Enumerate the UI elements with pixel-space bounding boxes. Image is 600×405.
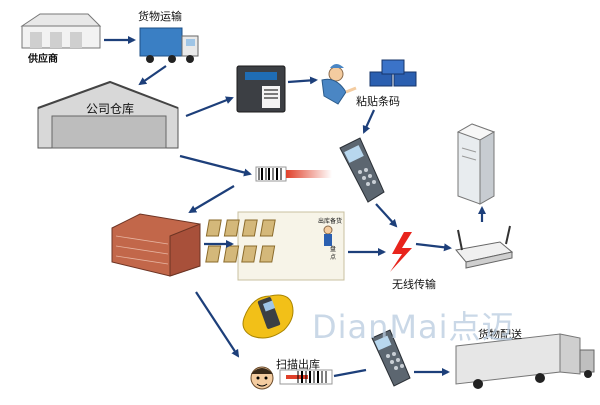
storage-building-icon <box>111 213 201 277</box>
scan-outbound-label: 扫描出库 <box>276 358 320 371</box>
transport-label: 货物运输 <box>138 10 182 23</box>
wireless-transmission-label: 无线传输 <box>392 278 436 291</box>
arrow-building-to-scanout <box>195 291 240 358</box>
wireless-router-icon <box>455 225 514 269</box>
arrow-truck-to-warehouse <box>138 65 167 86</box>
handheld-terminal-icon <box>339 137 385 203</box>
wireless-lightning-icon <box>390 232 412 272</box>
laser-barcode-icon <box>255 166 332 182</box>
supplier-building-icon <box>20 13 102 49</box>
company-warehouse-icon <box>37 80 179 149</box>
barcode-printer-icon <box>236 65 286 113</box>
transport-truck-icon <box>139 27 199 63</box>
outbound-stock-prep-label: 出库备货 <box>318 218 343 225</box>
arrow-scan-to-building <box>188 185 235 214</box>
watermark: DianMai点迈 <box>312 308 515 346</box>
company-warehouse-label: 公司仓库 <box>86 102 135 116</box>
stock-shelves-panel <box>205 211 345 281</box>
blue-boxes-icon <box>369 59 417 87</box>
goods-delivery-label: 货物配送 <box>478 328 522 341</box>
arrow-boxes-to-handheld <box>362 109 376 134</box>
arrow-scanout-to-handheld <box>333 368 367 378</box>
arrow-wireless-to-router <box>415 242 452 252</box>
arrow-handheld-to-wireless <box>375 203 398 228</box>
handheld-scanner-icon <box>371 329 411 387</box>
arrow-warehouse-to-scan <box>179 154 252 177</box>
server-icon <box>456 123 496 205</box>
scanner-detail-icon <box>242 294 294 339</box>
delivery-truck-icon <box>455 333 595 389</box>
scan-out-barcode-icon <box>279 369 333 385</box>
supplier-label: 供应商 <box>28 54 58 65</box>
arrow-warehouse-to-printer <box>185 96 234 118</box>
inventory-count-label: 盘点 <box>330 246 337 261</box>
scan-out-worker-icon <box>250 366 274 390</box>
worker-labeling-icon <box>321 64 357 105</box>
arrow-printer-to-worker <box>287 76 318 85</box>
paste-barcode-label: 粘贴条码 <box>356 95 400 108</box>
